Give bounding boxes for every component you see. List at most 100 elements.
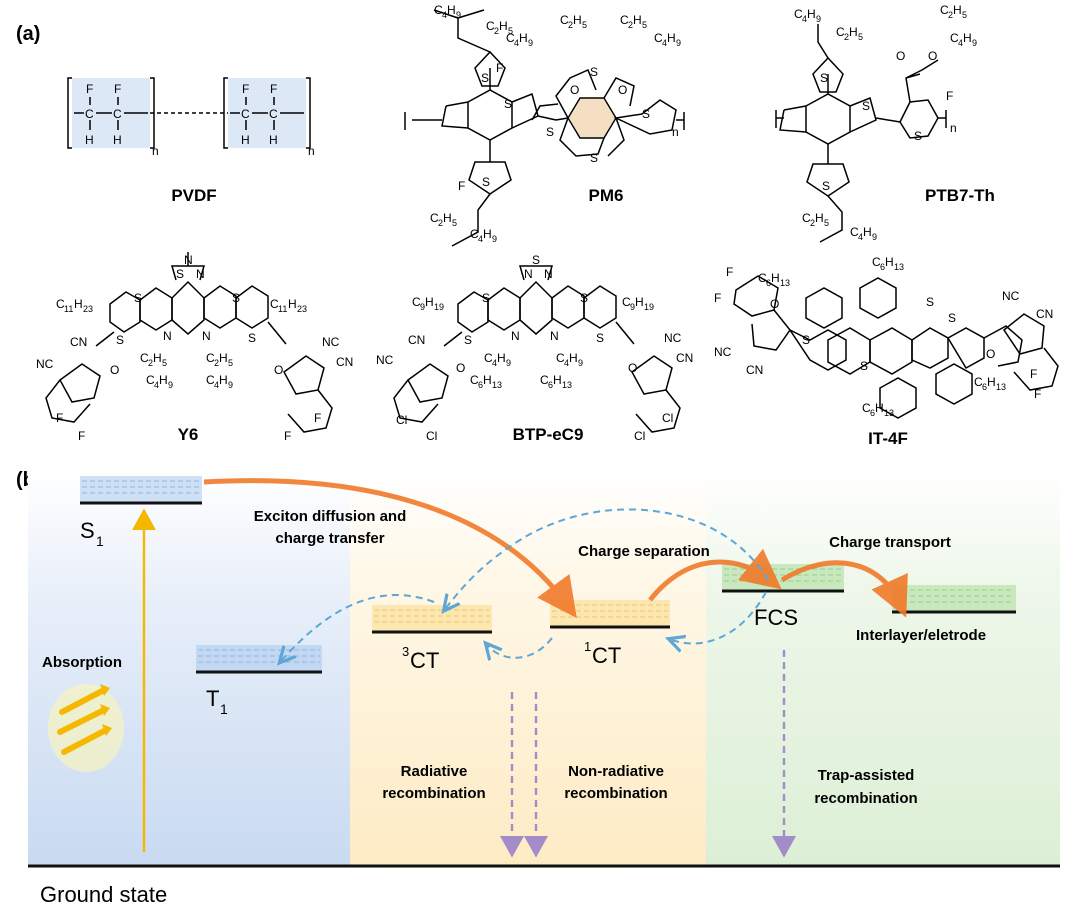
molecule-name: Y6	[178, 425, 199, 444]
svg-text:S: S	[232, 291, 240, 305]
svg-text:H: H	[74, 297, 83, 311]
svg-text:2: 2	[948, 10, 953, 20]
svg-text:C: C	[620, 13, 629, 27]
svg-text:C: C	[872, 255, 881, 269]
svg-text:H: H	[553, 373, 562, 387]
svg-text:H: H	[269, 133, 278, 147]
svg-text:H: H	[443, 211, 452, 225]
ct1-superscript: 1	[584, 639, 591, 654]
s1-level	[80, 476, 202, 505]
svg-text:O: O	[986, 347, 995, 361]
svg-text:4: 4	[802, 14, 807, 24]
ct1-label: CT	[592, 643, 621, 668]
svg-text:9: 9	[816, 14, 821, 24]
svg-text:H: H	[519, 31, 528, 45]
svg-text:S: S	[596, 331, 604, 345]
svg-text:N: N	[511, 329, 520, 343]
svg-text:13: 13	[884, 408, 894, 418]
svg-text:CN: CN	[1036, 307, 1053, 321]
svg-text:F: F	[726, 265, 733, 279]
svg-text:Cl: Cl	[634, 429, 645, 443]
svg-text:S: S	[116, 333, 124, 347]
svg-text:4: 4	[858, 232, 863, 242]
svg-text:C: C	[836, 25, 845, 39]
panel-a-label: (a)	[16, 23, 40, 45]
svg-text:4: 4	[662, 38, 667, 48]
svg-text:C: C	[434, 3, 443, 17]
svg-text:9: 9	[420, 302, 425, 312]
svg-text:S: S	[532, 253, 540, 267]
svg-text:H: H	[667, 31, 676, 45]
nonradiative-label-line1: Non-radiative	[568, 763, 664, 780]
svg-text:F: F	[496, 61, 503, 75]
svg-text:N: N	[524, 267, 533, 281]
svg-text:2: 2	[568, 20, 573, 30]
svg-text:6: 6	[870, 408, 875, 418]
svg-text:5: 5	[162, 358, 167, 368]
svg-text:9: 9	[630, 302, 635, 312]
molecule-name: BTP-eC9	[513, 425, 584, 444]
svg-text:5: 5	[824, 218, 829, 228]
svg-text:H: H	[963, 31, 972, 45]
svg-text:C: C	[470, 227, 479, 241]
svg-text:F: F	[270, 82, 277, 96]
svg-text:S: S	[546, 125, 554, 139]
svg-text:H: H	[219, 373, 228, 387]
svg-text:C: C	[802, 211, 811, 225]
svg-text:H: H	[771, 271, 780, 285]
svg-text:CN: CN	[746, 363, 763, 377]
svg-text:N: N	[163, 329, 172, 343]
svg-text:11: 11	[64, 304, 73, 314]
svg-text:H: H	[885, 255, 894, 269]
radiative-label-line2: recombination	[382, 785, 485, 802]
svg-text:5: 5	[642, 20, 647, 30]
nonradiative-label-line2: recombination	[564, 785, 667, 802]
svg-text:4: 4	[514, 38, 519, 48]
svg-text:S: S	[482, 175, 490, 189]
svg-text:N: N	[184, 253, 193, 267]
svg-text:H: H	[987, 375, 996, 389]
svg-text:S: S	[504, 97, 512, 111]
svg-text:O: O	[928, 49, 937, 63]
svg-text:C: C	[862, 401, 871, 415]
ct3-to-t1-arrow	[282, 594, 435, 660]
interlayer-level	[892, 585, 1016, 614]
ct3-superscript: 3	[402, 644, 409, 659]
svg-text:N: N	[196, 267, 205, 281]
svg-text:H: H	[447, 3, 456, 17]
svg-text:9: 9	[168, 380, 173, 390]
svg-text:Cl: Cl	[426, 429, 437, 443]
svg-text:2: 2	[214, 358, 219, 368]
ptb7th-structure	[775, 24, 947, 243]
svg-text:S: S	[482, 291, 490, 305]
svg-text:H: H	[483, 227, 492, 241]
molecule-name: PVDF	[171, 186, 216, 205]
svg-text:9: 9	[872, 232, 877, 242]
svg-text:5: 5	[858, 32, 863, 42]
svg-text:4: 4	[214, 380, 219, 390]
exciton-label-line2: charge transfer	[275, 530, 384, 547]
svg-text:NC: NC	[1002, 289, 1020, 303]
svg-text:4: 4	[564, 358, 569, 368]
svg-text:H: H	[113, 133, 122, 147]
svg-text:N: N	[544, 267, 553, 281]
svg-text:H: H	[875, 401, 884, 415]
svg-text:O: O	[770, 297, 779, 311]
btpec9-structure	[393, 265, 681, 433]
svg-text:2: 2	[494, 26, 499, 36]
svg-text:9: 9	[492, 234, 497, 244]
svg-text:C: C	[113, 107, 122, 121]
charge-separation-arrow	[648, 548, 782, 602]
svg-text:F: F	[114, 82, 121, 96]
fcs-to-ct1-arrow	[672, 591, 767, 644]
light-icon	[48, 684, 124, 772]
svg-text:O: O	[570, 83, 579, 97]
svg-text:C: C	[412, 295, 421, 309]
svg-text:C: C	[758, 271, 767, 285]
svg-text:S: S	[860, 359, 868, 373]
svg-text:C: C	[470, 373, 479, 387]
svg-text:F: F	[284, 429, 291, 443]
